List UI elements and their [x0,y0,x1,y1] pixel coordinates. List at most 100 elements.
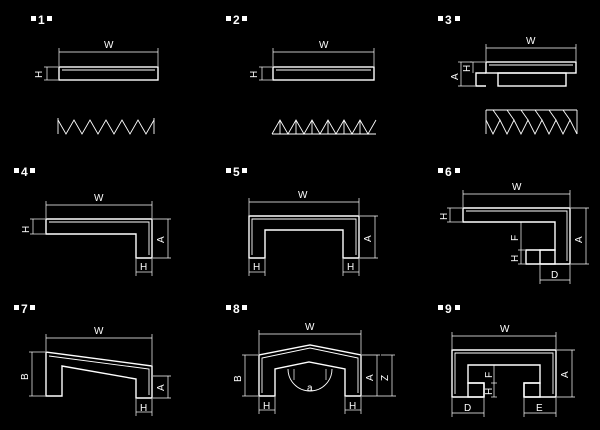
dim-h-bottom-4: H [135,259,153,276]
dim-w-1: W [58,40,159,66]
svg-text:H: H [347,262,354,273]
profile-shape-9 [451,349,557,398]
dim-z-8: Z [380,354,395,396]
dim-h-left-4: H [21,218,45,235]
svg-text:H: H [21,226,32,233]
svg-text:H: H [439,213,450,220]
pleat-pattern-1 [57,118,155,135]
panel-number-6: 6 [438,165,460,179]
dim-d-9: D [451,398,485,417]
panel-number-3: 3 [438,13,460,27]
dim-w-8: W [258,322,362,354]
svg-text:H: H [140,403,147,414]
dim-h-bottom-7: H [135,399,153,416]
panel-number-7: 7 [14,302,35,316]
svg-text:W: W [305,322,315,333]
svg-text:A: A [156,384,167,391]
svg-text:5: 5 [233,165,240,179]
svg-text:F: F [484,372,495,378]
profile-shape-1 [58,66,159,81]
svg-text:H: H [462,65,473,72]
svg-text:a: a [307,383,313,394]
svg-text:4: 4 [21,165,28,179]
svg-text:H: H [510,255,521,262]
dim-a-6: A [571,207,589,265]
svg-text:H: H [349,401,356,412]
svg-text:D: D [551,270,558,281]
svg-text:H: H [263,401,270,412]
dim-w-2: W [272,40,375,66]
svg-text:D: D [464,403,471,414]
svg-text:W: W [512,182,522,193]
dim-w-9: W [451,324,557,349]
profile-shape-6 [462,207,571,265]
dim-w-5: W [248,190,360,215]
svg-text:Z: Z [380,375,391,381]
profile-shape-2 [272,66,375,81]
panel-4: 4 W H A H [14,165,171,276]
panel-9: 9 W A F H [438,302,575,417]
dim-h-top-6: H [439,207,462,223]
pleat-pattern-3 [485,109,578,136]
svg-text:H: H [253,262,260,273]
dim-w-6: W [462,182,571,207]
dim-w-3: W [485,36,577,61]
dim-a-3: A [450,61,475,87]
dim-b-8: B [233,354,258,397]
svg-text:A: A [560,371,571,378]
dim-d-6: D [539,265,571,284]
svg-text:A: A [363,235,374,242]
panel-6: 6 W H A F [438,165,589,284]
angle-label-a-8: a [307,383,313,394]
svg-text:W: W [526,36,536,47]
profile-shape-8 [258,344,362,397]
profile-shape-7 [45,351,153,399]
svg-text:1: 1 [38,13,45,27]
svg-text:H: H [140,262,147,273]
svg-text:F: F [510,235,521,241]
dim-e-9: E [523,398,557,417]
profile-shape-3 [475,61,577,87]
svg-text:A: A [365,374,376,381]
panel-number-4: 4 [14,165,35,179]
svg-text:H: H [484,388,495,395]
dim-h-2: H [249,66,272,81]
dim-h-3: H [462,61,485,73]
dim-h-lower-6: H [510,250,525,265]
panel-number-2: 2 [226,13,247,27]
dim-a-5: A [360,215,378,259]
svg-text:B: B [233,375,244,382]
svg-text:W: W [500,324,510,335]
panel-number-8: 8 [226,302,247,316]
svg-text:8: 8 [233,302,240,316]
svg-text:A: A [156,236,167,243]
dim-w-4: W [45,193,153,218]
dim-b-7: B [20,351,45,397]
svg-text:H: H [249,71,260,78]
svg-text:6: 6 [445,165,452,179]
panel-8: 8 W B A [226,302,396,414]
dim-a-4: A [153,218,171,259]
profile-shape-5 [248,215,360,259]
svg-text:E: E [536,403,543,414]
panel-7: 7 W B A H [14,302,171,416]
profile-shape-4 [45,218,153,259]
svg-text:9: 9 [445,302,452,316]
svg-text:W: W [94,193,104,204]
pleat-pattern-2 [271,119,377,135]
dim-h-left-8: H [258,397,276,414]
dim-h-9: H [484,383,497,398]
dim-h-left-5: H [248,259,266,276]
panel-number-9: 9 [438,302,460,316]
svg-text:A: A [574,236,585,243]
dim-f-6: F [510,221,525,251]
svg-text:2: 2 [233,13,240,27]
svg-text:W: W [319,40,329,51]
dim-h-1: H [34,66,58,81]
svg-text:W: W [298,190,308,201]
dim-a-7: A [153,375,171,399]
svg-text:3: 3 [445,13,452,27]
dim-f-9: F [484,364,497,384]
svg-text:B: B [20,373,31,380]
